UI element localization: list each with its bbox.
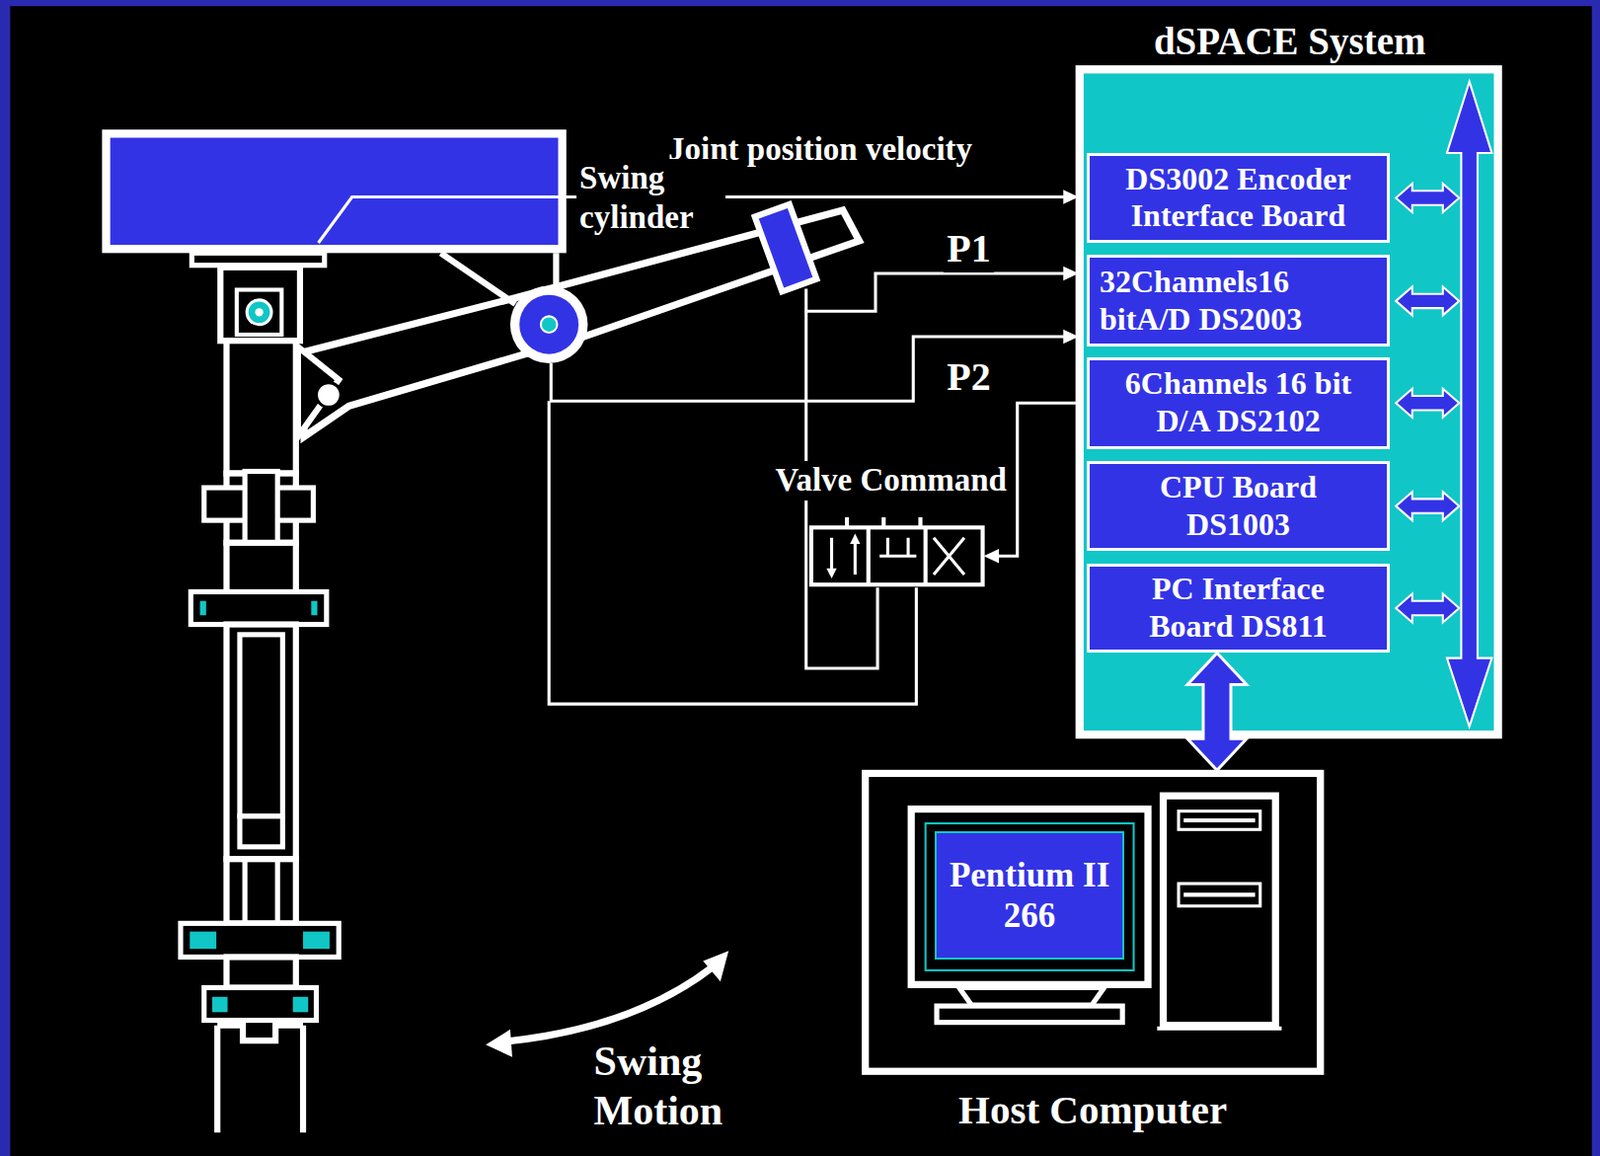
robot-arm-part (189, 931, 217, 950)
robot-arm-part (244, 470, 278, 542)
robot-arm-part (227, 858, 297, 923)
robot-arm-part (227, 956, 297, 988)
robot-arm-part (220, 267, 301, 341)
dspace-housing (1079, 69, 1499, 735)
robot-arm-part (239, 634, 283, 817)
robot-arm-part (217, 1020, 304, 1134)
ad-board: 32Channels16 bitA/D DS2003 (1086, 254, 1390, 347)
dspace-housing-part-part (1395, 491, 1459, 521)
signal-label: P1 (943, 225, 993, 273)
robot-arm-part (227, 624, 297, 860)
valve-symbol-part (826, 568, 837, 579)
signal-wires-part (550, 336, 1067, 401)
signal-label: P2 (943, 353, 993, 401)
robot-arm (106, 133, 860, 1133)
dspace-system: dSPACE SystemDS3002 Encoder Interface Bo… (1079, 18, 1501, 738)
dspace-housing-part-part (1395, 388, 1459, 418)
da-board: 6Channels 16 bit D/A DS2102 (1086, 357, 1390, 450)
signal-wires (318, 196, 1080, 704)
node-text: Pentium II 266 (940, 854, 1119, 937)
node-text: dSPACE System (1153, 18, 1427, 65)
dspace-housing-part (1395, 183, 1459, 622)
robot-arm-part (190, 591, 326, 624)
robot-arm-part (246, 300, 272, 325)
robot-arm-part (204, 987, 317, 1020)
robot-arm-part (200, 601, 207, 615)
swing-arrow-part (702, 950, 729, 982)
valve-symbol-part (811, 527, 984, 585)
robot-arm-part (236, 290, 282, 335)
valve-symbol-part (849, 533, 860, 544)
robot-arm-part (180, 922, 339, 957)
signal-label: Valve Command (772, 460, 1010, 501)
robot-arm-part (310, 601, 317, 615)
node-text: DS3002 Encoder Interface Board (1095, 160, 1381, 236)
node-text: PC Interface Board DS811 (1120, 570, 1358, 646)
robot-arm-part (293, 996, 309, 1013)
host-computer-part (936, 1005, 1123, 1023)
encoder-board: DS3002 Encoder Interface Board (1086, 152, 1390, 243)
robot-arm-part (755, 204, 818, 292)
host-computer-part (1156, 820, 1282, 1029)
cpu-board: CPU Board DS1003 (1086, 460, 1390, 551)
robot-arm-part (227, 340, 297, 473)
part-label: Swing cylinder (576, 158, 726, 237)
monitor-screen: Pentium II 266 (934, 831, 1125, 959)
black-ground (9, 5, 1592, 1156)
arrowheads (984, 189, 1079, 563)
robot-arm-part (212, 996, 229, 1013)
arrowheads-part (984, 548, 1000, 563)
valve-symbol (811, 517, 984, 585)
robot-arm-part (227, 542, 297, 595)
signal-wires-part (806, 273, 1068, 311)
dspace-housing-part-part (1395, 183, 1459, 213)
swing-arrow-part (485, 1029, 513, 1058)
robot-arm-part (239, 816, 283, 847)
host-computer-part (1163, 795, 1277, 1026)
host-computer-part (865, 772, 1321, 1071)
node-text: Host Computer (958, 1085, 1227, 1134)
robot-arm-part (106, 133, 563, 249)
pc-interface-board: PC Interface Board DS811 (1086, 563, 1390, 654)
host-computer (865, 772, 1321, 1071)
robot-arm-part (303, 931, 330, 950)
host-computer: Host Computer Pentium II 266 (862, 769, 1324, 1138)
node-text: CPU Board DS1003 (1140, 468, 1338, 544)
robot-arm-part (510, 285, 589, 364)
host-computer-part (911, 809, 1148, 986)
host-computer-part (925, 823, 1135, 971)
dspace-housing-part (1079, 69, 1499, 735)
dspace-housing-part-part (1395, 286, 1459, 315)
robot-arm-part (244, 858, 278, 923)
host-computer-part (959, 987, 1105, 1005)
node-text: 6Channels 16 bit D/A DS2102 (1095, 365, 1381, 441)
bus-arrow (1187, 652, 1247, 770)
dspace-housing-part-part (1395, 594, 1459, 623)
swing-arrow-part (504, 967, 713, 1042)
motion-label: Swing Motion (591, 1036, 761, 1137)
robot-arm-part (254, 307, 263, 316)
robot-arm-part (191, 252, 324, 265)
robot-arm-part (315, 382, 341, 408)
robot-arm-part (540, 315, 558, 333)
robot-arm-part (519, 295, 579, 355)
node-text: 32Channels16 bitA/D DS2003 (1099, 263, 1312, 339)
